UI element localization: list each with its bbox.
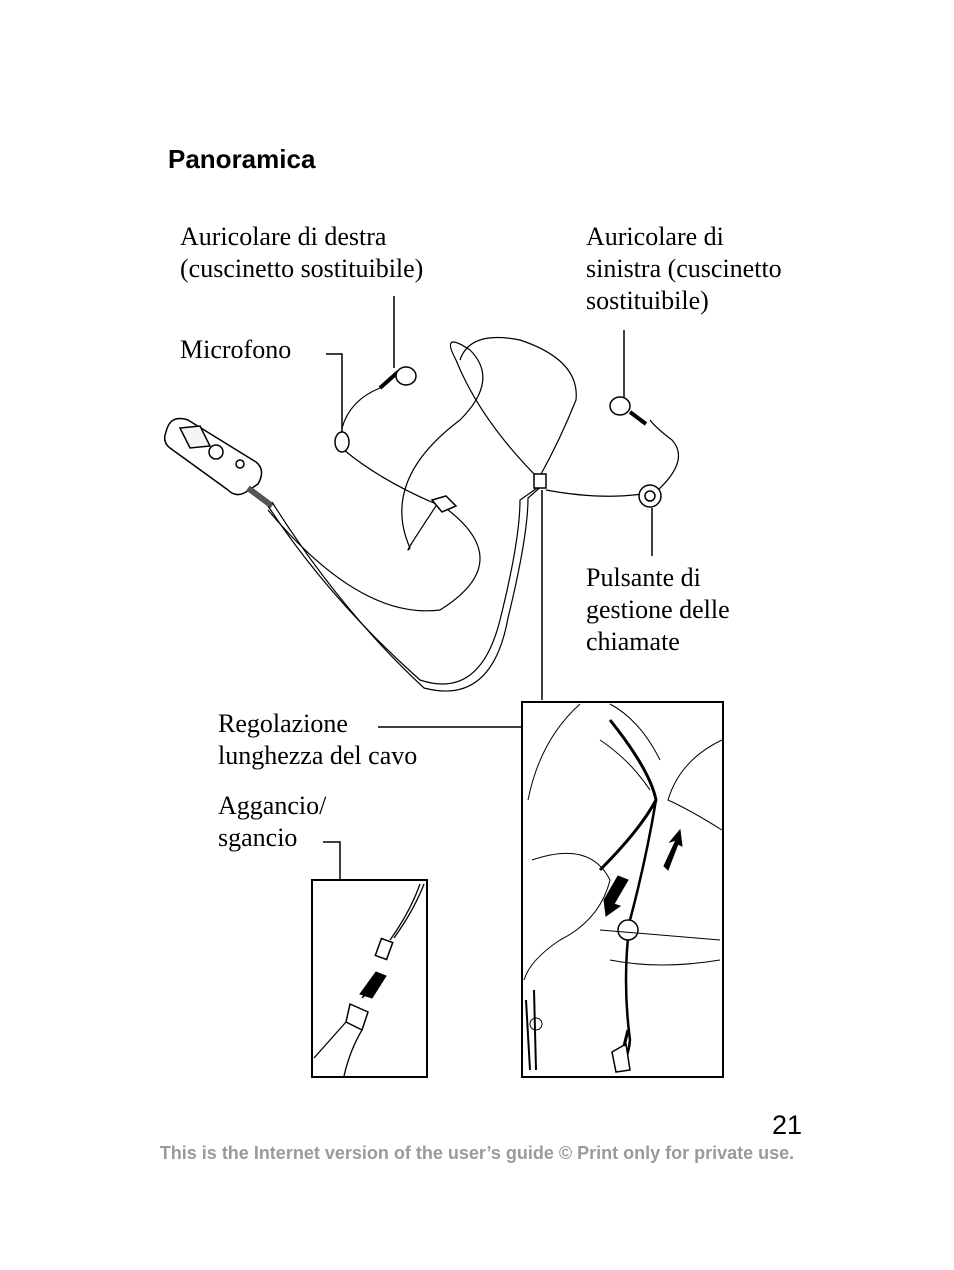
earpieces	[334, 366, 662, 513]
footer-notice: This is the Internet version of the user…	[159, 1143, 795, 1163]
label-right-earpiece: Auricolare di destra (cuscinetto sostitu…	[180, 221, 423, 285]
page-title: Panoramica	[168, 144, 316, 174]
label-line: Pulsante di	[586, 563, 701, 592]
label-line: Regolazione	[218, 709, 348, 738]
label-call-button: Pulsante di gestione delle chiamate	[586, 562, 730, 658]
label-line: Auricolare di destra	[180, 222, 387, 251]
inset-attach-detach	[311, 879, 428, 1078]
label-line: sostituibile)	[586, 286, 709, 315]
label-line: lunghezza del cavo	[218, 741, 418, 770]
cables	[267, 336, 680, 692]
label-cable-adjust: Regolazione lunghezza del cavo	[218, 708, 417, 772]
label-line: Aggancio/	[218, 791, 327, 820]
page-number: 21	[772, 1110, 803, 1140]
label-line: sgancio	[218, 823, 298, 852]
label-microphone: Microfono	[180, 335, 292, 364]
leader-lines	[323, 296, 653, 880]
label-attach-detach: Aggancio/ sgancio	[218, 790, 326, 854]
label-left-earpiece: Auricolare di sinistra (cuscinetto sosti…	[586, 221, 782, 317]
label-line: Auricolare di	[586, 222, 724, 251]
remote-control-unit	[163, 417, 274, 509]
label-line: gestione delle	[586, 595, 730, 624]
label-line: chiamate	[586, 627, 680, 656]
label-line: sinistra (cuscinetto	[586, 254, 782, 283]
inset-cable-adjust	[521, 701, 724, 1078]
label-line: (cuscinetto sostituibile)	[180, 254, 424, 283]
